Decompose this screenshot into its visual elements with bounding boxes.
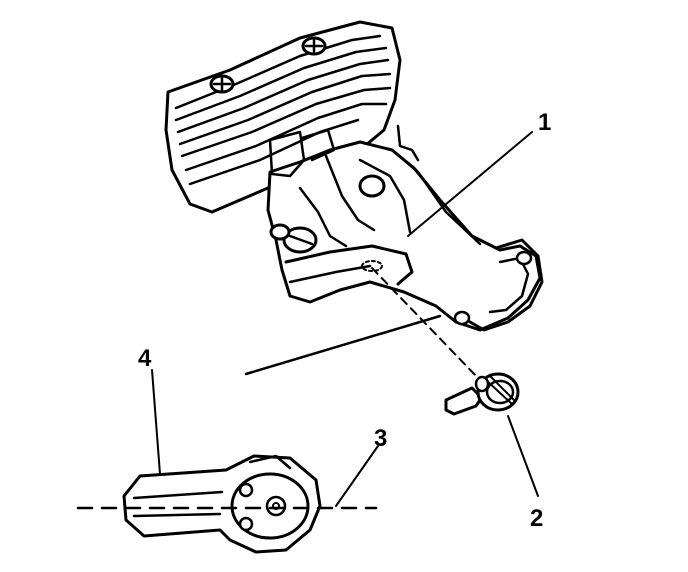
- oxygen-sensor: [444, 372, 520, 416]
- wiring-harness-bracket: [122, 454, 322, 554]
- callout-1-label: 1: [538, 109, 551, 136]
- installation-axis: [371, 267, 479, 379]
- callout-4-label: 4: [138, 345, 152, 372]
- separator-line: [244, 314, 442, 376]
- callout-2-leader: [507, 415, 539, 497]
- callout-3-leader: [335, 445, 379, 507]
- callout-3-label: 3: [374, 425, 387, 452]
- callout-4-leader: [151, 369, 161, 475]
- engine-cylinder-head: [164, 20, 402, 214]
- callout-1-leader: [407, 131, 533, 237]
- callout-2-label: 2: [530, 505, 543, 532]
- exhaust-manifold: [266, 124, 544, 332]
